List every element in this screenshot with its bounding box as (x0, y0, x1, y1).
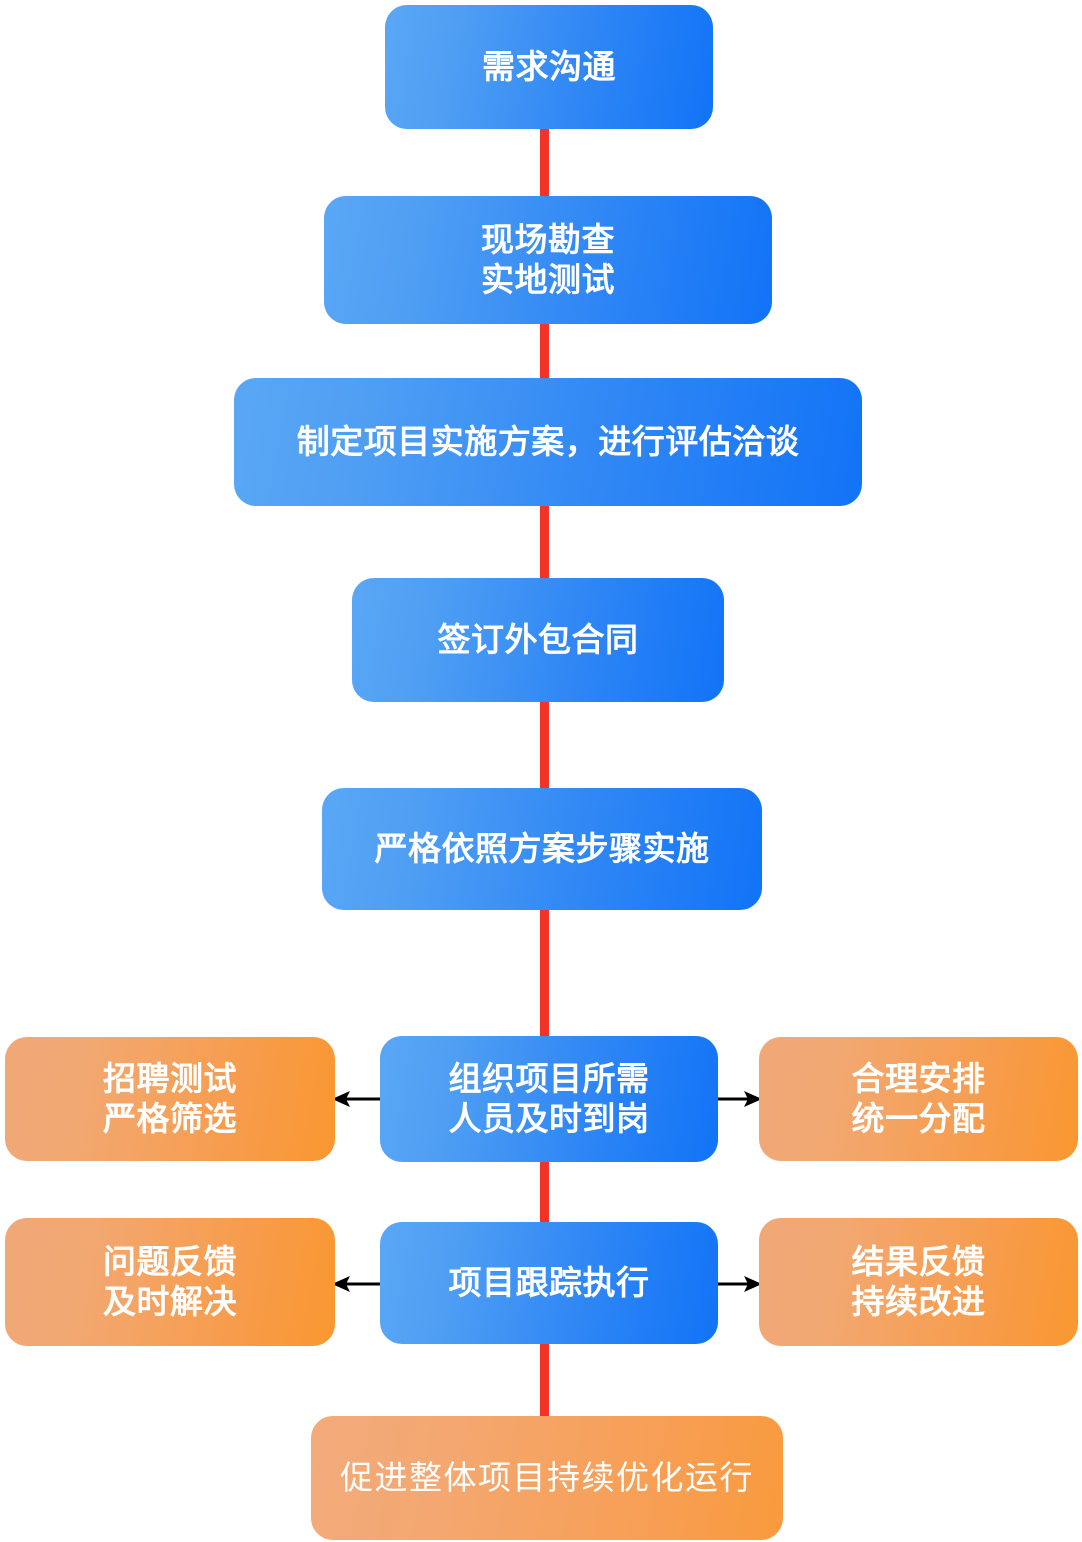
node-step7-left-label: 问题反馈 及时解决 (103, 1242, 237, 1320)
node-step6-left-label: 招聘测试 严格筛选 (103, 1059, 237, 1137)
node-step6-label: 组织项目所需 人员及时到岗 (448, 1059, 650, 1137)
arrow-step6-to-right (714, 1087, 764, 1111)
node-step7-label: 项目跟踪执行 (448, 1263, 650, 1301)
node-step6[interactable]: 组织项目所需 人员及时到岗 (380, 1036, 718, 1162)
arrow-step7-to-left (330, 1272, 386, 1296)
node-step7-left[interactable]: 问题反馈 及时解决 (5, 1218, 335, 1346)
node-step2[interactable]: 现场勘查 实地测试 (324, 196, 772, 324)
node-step6-right[interactable]: 合理安排 统一分配 (759, 1037, 1078, 1161)
arrow-step6-to-left (330, 1087, 386, 1111)
node-step6-left[interactable]: 招聘测试 严格筛选 (5, 1037, 335, 1161)
node-step8[interactable]: 促进整体项目持续优化运行 (311, 1416, 783, 1540)
node-step1-label: 需求沟通 (482, 47, 616, 85)
node-step8-label: 促进整体项目持续优化运行 (340, 1458, 754, 1496)
node-step7-right[interactable]: 结果反馈 持续改进 (759, 1218, 1078, 1346)
node-step7[interactable]: 项目跟踪执行 (380, 1222, 718, 1344)
node-step1[interactable]: 需求沟通 (385, 5, 713, 129)
node-step6-right-label: 合理安排 统一分配 (851, 1059, 986, 1137)
node-step7-right-label: 结果反馈 持续改进 (851, 1242, 986, 1320)
node-step3[interactable]: 制定项目实施方案，进行评估洽谈 (234, 378, 862, 506)
node-step2-label: 现场勘查 实地测试 (481, 220, 615, 298)
node-step5[interactable]: 严格依照方案步骤实施 (322, 788, 762, 910)
node-step4[interactable]: 签订外包合同 (352, 578, 724, 702)
arrow-step7-to-right (714, 1272, 764, 1296)
node-step5-label: 严格依照方案步骤实施 (374, 829, 710, 867)
node-step3-label: 制定项目实施方案，进行评估洽谈 (296, 422, 800, 460)
spine-segment-1 (540, 8, 549, 1420)
node-step4-label: 签订外包合同 (437, 620, 639, 658)
